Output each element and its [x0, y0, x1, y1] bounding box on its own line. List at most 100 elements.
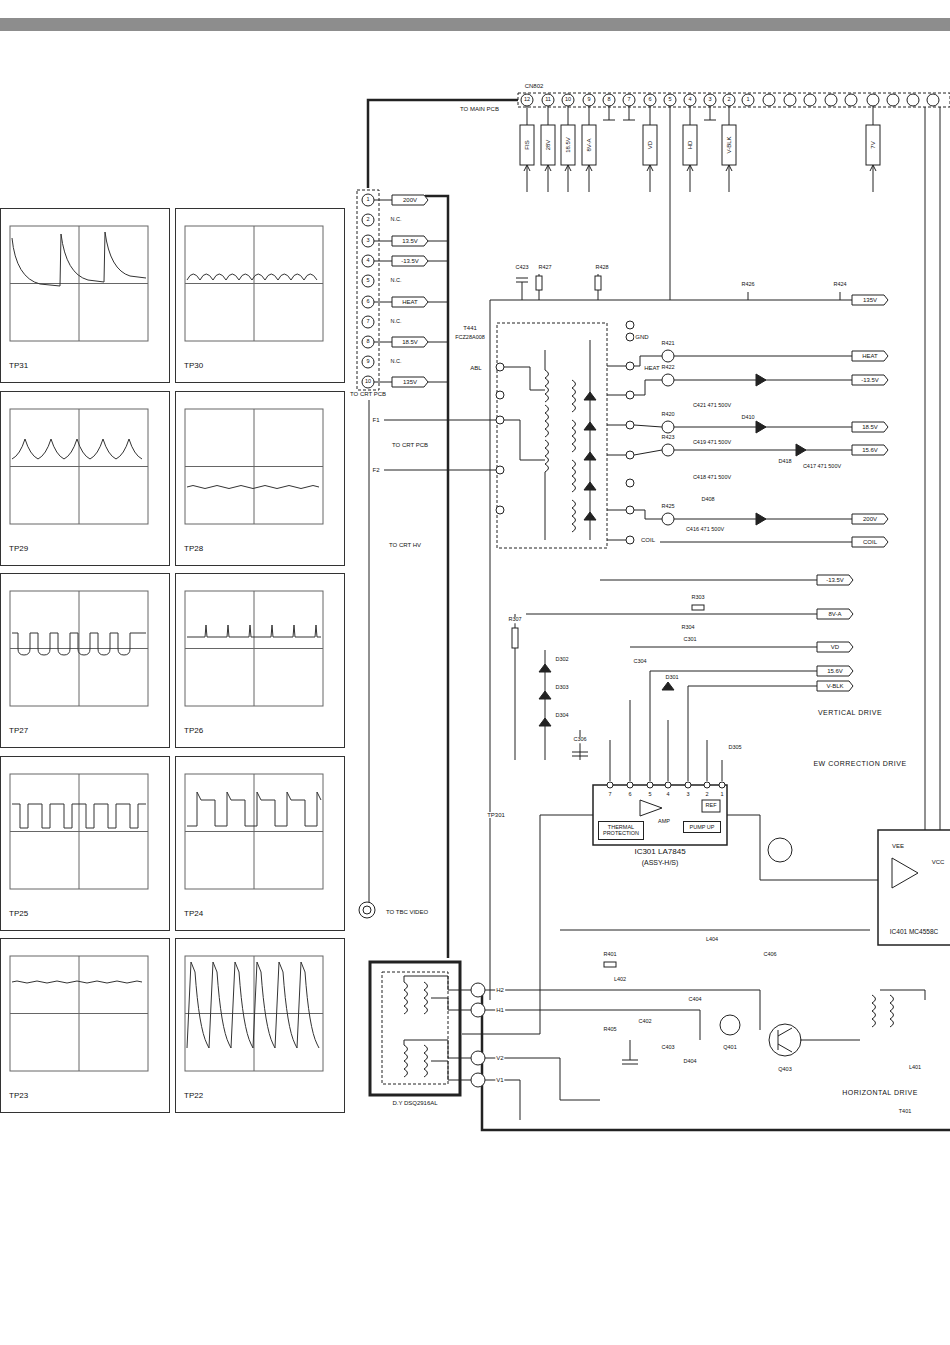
- part-label: R424: [832, 282, 847, 288]
- schematic-g: [471, 983, 485, 1087]
- schematic-line: [589, 165, 590, 192]
- schematic-use: [404, 982, 408, 1014]
- signal-tag: V-BLK: [726, 135, 732, 154]
- waveform-panel: TP26: [175, 573, 345, 748]
- node-text: TP26: [184, 726, 203, 735]
- schematic-circle: [845, 94, 857, 106]
- part-label: C423: [514, 265, 529, 271]
- part-label: R422: [660, 365, 675, 371]
- schematic-circle: [603, 94, 615, 106]
- schematic-path: [622, 1010, 700, 1064]
- part-label: D418: [777, 459, 792, 465]
- schematic-rect: [0, 18, 950, 31]
- schematic-circle: [763, 94, 775, 106]
- schematic-circle: [521, 94, 533, 106]
- schematic-path: [756, 421, 766, 433]
- schematic-circle: [362, 194, 374, 206]
- part-label: L401: [908, 1065, 922, 1071]
- schematic-circle: [867, 94, 879, 106]
- schematic-circle: [720, 1015, 740, 1035]
- ic-function-box: THERMAL PROTECTION: [598, 821, 644, 840]
- schematic-polygon: [852, 445, 888, 455]
- schematic-g: [756, 374, 806, 525]
- schematic-path: [756, 513, 766, 525]
- schematic-circle: [626, 333, 634, 341]
- part-label: C402: [637, 1019, 652, 1025]
- schematic-circle: [887, 94, 899, 106]
- schematic-path: [12, 633, 146, 655]
- signal-tag: 200V: [862, 516, 878, 522]
- node-text: D.Y DSQ2916AL: [392, 1100, 437, 1107]
- section-title: VERTICAL DRIVE: [817, 709, 883, 716]
- pin-name: 3: [365, 238, 370, 244]
- pin-name: 2: [704, 792, 709, 798]
- schematic-circle: [662, 444, 674, 456]
- schematic-path: [524, 165, 530, 171]
- schematic-path: [428, 241, 448, 382]
- schematic-g: [362, 194, 428, 388]
- part-label: C421 471 500V: [692, 403, 732, 409]
- node-text: TP22: [184, 1091, 203, 1100]
- schematic-circle: [362, 214, 374, 226]
- schematic-g: [496, 363, 504, 514]
- schematic-path: [504, 340, 590, 540]
- note: REF: [705, 803, 718, 809]
- schematic-path: [778, 1028, 792, 1052]
- schematic-circle: [627, 782, 633, 788]
- schematic-polygon: [817, 666, 853, 676]
- signal-tag: 8V-A: [586, 137, 592, 152]
- schematic-circle: [362, 255, 374, 267]
- schematic-rect: [370, 962, 460, 1095]
- part-label: Q401: [722, 1045, 737, 1051]
- node-text: TP23: [9, 1091, 28, 1100]
- schematic-g: [185, 956, 323, 1071]
- part-label: L402: [613, 977, 627, 983]
- schematic-circle: [784, 94, 796, 106]
- signal-tag: -13.5V: [860, 377, 880, 383]
- part-label: D404: [682, 1059, 697, 1065]
- schematic-circle: [362, 235, 374, 247]
- pin-name: 9: [586, 97, 591, 103]
- pin-name: 6: [627, 792, 632, 798]
- part-label: L404: [705, 937, 719, 943]
- schematic-rect: [604, 962, 616, 967]
- part-label: C417 471 500V: [802, 464, 842, 470]
- signal-tag: HEAT: [401, 299, 419, 305]
- schematic-polygon: [892, 858, 918, 888]
- schematic-polygon: [852, 514, 888, 524]
- pin-name: 7: [626, 97, 631, 103]
- schematic-circle: [644, 94, 656, 106]
- schematic-circle: [742, 94, 754, 106]
- part-label: D305: [727, 745, 742, 751]
- schematic-line: [873, 165, 874, 192]
- schematic-path: [603, 106, 716, 120]
- schematic-line: [940, 107, 941, 830]
- node-text: TP28: [184, 544, 203, 553]
- part-label: R420: [660, 412, 675, 418]
- node-text: TP31: [9, 361, 28, 370]
- pin-name: F2: [371, 467, 380, 473]
- signal-tag: FIS: [524, 139, 530, 150]
- pin-name: 6: [365, 299, 370, 305]
- schematic-circle: [804, 94, 816, 106]
- schematic-path: [425, 196, 448, 958]
- pin-name: 8: [365, 339, 370, 345]
- schematic-path: [384, 420, 496, 470]
- part-label: C306: [572, 737, 587, 743]
- schematic-path: [515, 614, 588, 760]
- part-label: R427: [537, 265, 552, 271]
- waveform-panel: TP23: [0, 938, 170, 1113]
- schematic-use: [185, 226, 323, 341]
- schematic-path: [539, 718, 551, 726]
- schematic-path: [584, 512, 596, 520]
- schematic-use: [10, 956, 148, 1071]
- schematic-line: [925, 107, 926, 830]
- schematic-path: [187, 792, 321, 826]
- schematic-circle: [825, 94, 837, 106]
- pin-name: H1: [495, 1007, 505, 1013]
- schematic-circle: [542, 94, 554, 106]
- schematic-rect: [866, 125, 880, 165]
- schematic-use: [572, 500, 576, 532]
- schematic-rect: [520, 125, 534, 165]
- schematic-circle: [704, 782, 710, 788]
